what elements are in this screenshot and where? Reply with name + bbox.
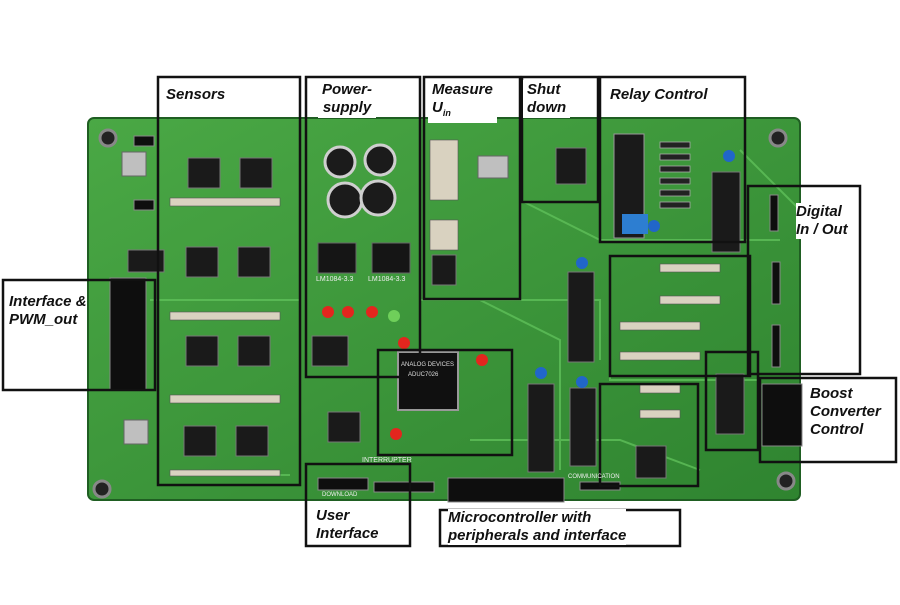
frame-digital-block [608, 254, 752, 378]
frame-user-interface [304, 462, 412, 548]
label-user-interface-line2: Interface [316, 525, 379, 543]
frame-interface [1, 278, 157, 392]
label-measure-sub: in [442, 108, 451, 118]
frame-measure [422, 75, 522, 301]
label-measure-u: U [432, 99, 443, 116]
frame-relay-control [598, 75, 747, 244]
label-digital-line1: Digital [796, 203, 848, 221]
label-boost-converter: Boost Converter Control [806, 384, 885, 440]
label-shutdown: Shut down [523, 80, 571, 118]
mounting-holes [92, 128, 796, 499]
trimmer-pots [121, 151, 509, 445]
frame-boost-converter [758, 376, 898, 464]
blue-caps [535, 150, 735, 388]
pin-headers [109, 135, 803, 503]
annotation-frames [1, 75, 898, 548]
download-marking: DOWNLOAD [322, 492, 358, 498]
capacitors [323, 143, 397, 219]
communication-marking: COMMUNICATION [568, 474, 620, 480]
label-user-interface-line1: User [316, 507, 379, 525]
label-sensors: Sensors [162, 85, 230, 105]
leds [322, 306, 488, 440]
regulator-marking-2: LM1084-3.3 [368, 276, 406, 283]
label-boost-line2: Converter [810, 403, 881, 421]
voltage-regulators [317, 242, 411, 274]
label-power-supply: Power- supply [318, 80, 377, 118]
label-interface: Interface & PWM_out [5, 292, 91, 330]
frame-power-supply [304, 75, 422, 379]
frame-microcontroller [376, 348, 514, 457]
label-boost-line1: Boost [810, 385, 881, 403]
chip-marking-2: ADUC7026 [408, 372, 439, 378]
frame-digital [746, 184, 862, 376]
label-power-supply-line2: supply [322, 99, 372, 116]
label-user-interface: User Interface [312, 506, 383, 544]
label-microcontroller: Microcontroller with peripherals and int… [444, 508, 630, 546]
label-relay-control-text: Relay Control [610, 86, 708, 103]
label-microcontroller-line2: peripherals and interface [448, 527, 627, 545]
relay-diodes [659, 141, 691, 209]
label-microcontroller-line1: Microcontroller with [448, 509, 627, 527]
frame-shutdown [520, 75, 600, 204]
label-digital: Digital In / Out [792, 202, 852, 240]
dip-chips [127, 147, 745, 479]
label-measure-line2: Uin [432, 99, 493, 122]
label-boost-line3: Control [810, 421, 881, 439]
label-relay-control: Relay Control [606, 85, 712, 105]
smd-components [169, 139, 721, 477]
frame-boost-chip [704, 350, 760, 452]
label-shutdown-line1: Shut [527, 81, 561, 98]
label-shutdown-line2: down [527, 99, 567, 116]
chip-marking-1: ANALOG DEVICES [401, 362, 455, 368]
frame-sensors [156, 75, 302, 487]
label-digital-line2: In / Out [796, 221, 848, 239]
regulator-marking-1: LM1084-3.3 [316, 276, 354, 283]
microcontroller-chip [397, 351, 459, 411]
label-interface-line2: PWM_out [9, 311, 87, 329]
label-sensors-text: Sensors [166, 86, 226, 103]
frame-boost-block [598, 382, 700, 488]
label-interface-line1: Interface & [9, 293, 87, 311]
label-measure-line1: Measure [432, 81, 493, 98]
label-measure: Measure Uin [428, 80, 497, 123]
label-power-supply-line1: Power- [322, 81, 373, 98]
blue-capacitor [622, 214, 648, 234]
interrupter-marking: INTERRUPTER [362, 457, 412, 464]
